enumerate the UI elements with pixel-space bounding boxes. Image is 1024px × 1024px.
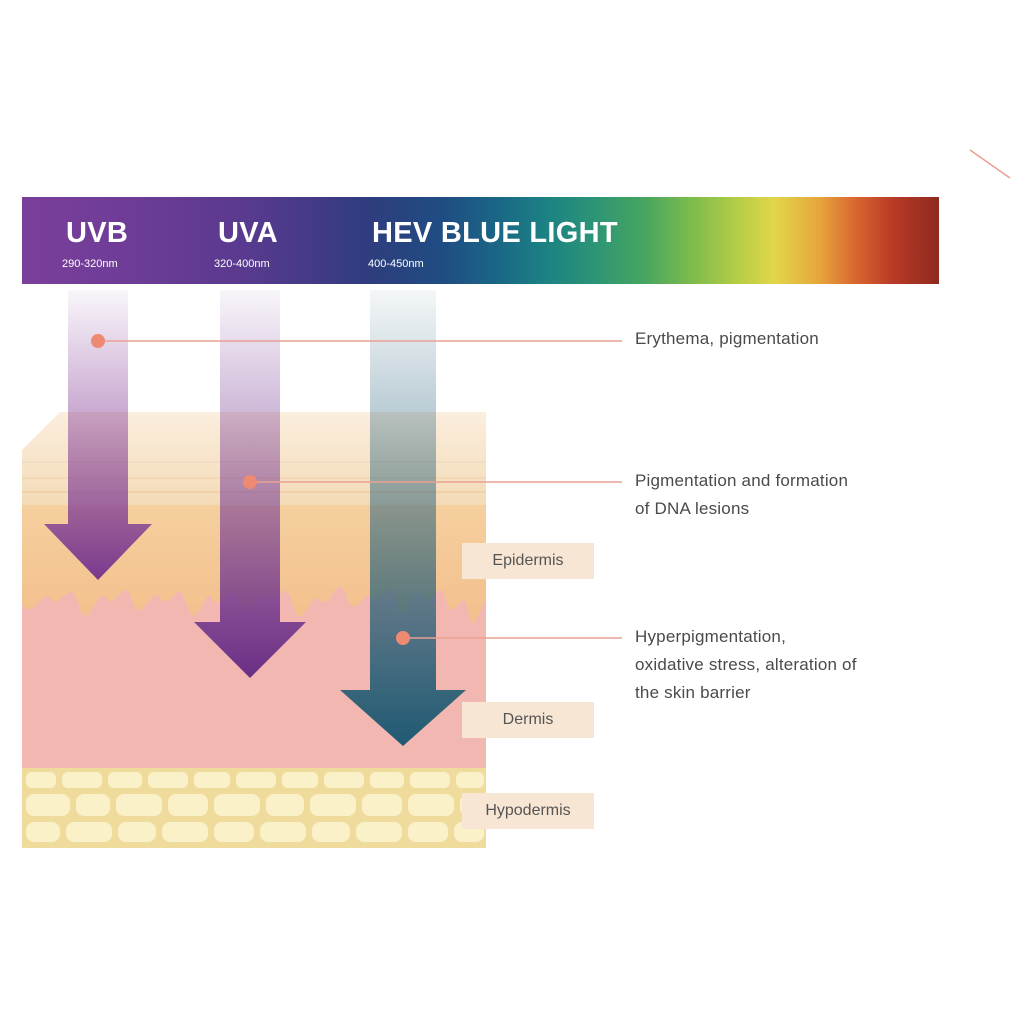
hev-arrow [340,290,466,746]
layer-label-dermis: Dermis [462,702,594,738]
layer-label-epidermis: Epidermis [462,543,594,579]
band-hev-title: HEV BLUE LIGHT [372,217,618,249]
marker-uvb [91,334,105,348]
effect-hev-line-1: Hyperpigmentation, [635,627,787,646]
band-uvb-title: UVB [66,217,129,249]
effect-hev-line-2: oxidative stress, alteration of [635,655,857,674]
uvb-arrow [44,290,152,580]
marker-hev [396,631,410,645]
effect-uvb-line-1: Erythema, pigmentation [635,329,819,348]
decorative-line [969,149,1011,179]
effect-hev-line-3: the skin barrier [635,683,751,702]
band-uvb-range: 290-320nm [62,258,118,270]
band-uva-title: UVA [218,217,278,249]
effect-uva: Pigmentation and formation of DNA lesion… [635,467,848,523]
layer-label-hypodermis: Hypodermis [462,793,594,829]
effect-uva-line-1: Pigmentation and formation [635,471,849,490]
hypodermis-fat-cells [26,772,484,842]
marker-uva [243,475,257,489]
effect-uva-line-2: of DNA lesions [635,499,750,518]
effect-hev: Hyperpigmentation, oxidative stress, alt… [635,623,857,707]
band-uva-range: 320-400nm [214,258,270,270]
band-hev-range: 400-450nm [368,258,424,270]
light-spectrum-bar: UVB 290-320nm UVA 320-400nm HEV BLUE LIG… [22,197,939,284]
effect-uvb: Erythema, pigmentation [635,325,819,353]
